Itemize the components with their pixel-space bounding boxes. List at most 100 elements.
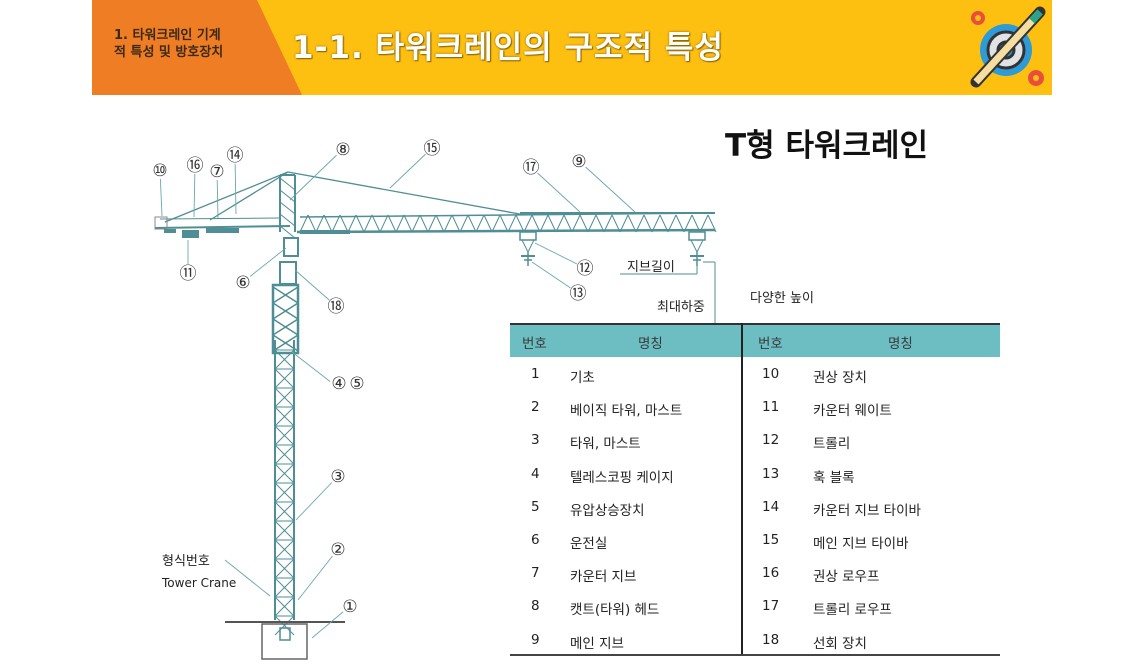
callout-11: ⑪ bbox=[180, 264, 197, 284]
crane-part bbox=[347, 214, 357, 233]
crane-part bbox=[339, 214, 349, 233]
crane-part bbox=[619, 214, 629, 233]
callout-1: ① bbox=[342, 597, 357, 617]
crane-part bbox=[539, 214, 549, 233]
table-cell-no: 13 bbox=[762, 465, 780, 482]
crane-part bbox=[272, 318, 299, 336]
table-cell-name: 타워, 마스트 bbox=[570, 436, 641, 453]
table-cell-no: 5 bbox=[531, 498, 540, 515]
callout-18: ⑱ bbox=[328, 297, 345, 317]
crane-part bbox=[587, 214, 597, 233]
hoist-winch bbox=[154, 216, 168, 230]
crane-part bbox=[279, 213, 296, 227]
counter-weight-slab bbox=[206, 228, 239, 233]
crane-part bbox=[683, 214, 693, 233]
table-cell-no: 2 bbox=[531, 399, 540, 416]
crane-part bbox=[274, 387, 295, 408]
table-bottom-rule bbox=[510, 654, 1000, 656]
table-cell-no: 6 bbox=[531, 532, 540, 548]
callout-4: ④ bbox=[331, 374, 346, 394]
crane-part bbox=[611, 214, 621, 233]
table-cell-no: 3 bbox=[531, 432, 540, 449]
callout-bg bbox=[334, 140, 352, 158]
gear-pencil-icon bbox=[970, 6, 1046, 88]
callout-7: ⑦ bbox=[209, 162, 224, 182]
crane-part bbox=[491, 214, 501, 233]
crane-part bbox=[651, 214, 661, 233]
leader-line bbox=[224, 559, 271, 597]
leader-line bbox=[242, 247, 287, 283]
callout-bg bbox=[186, 156, 204, 174]
foundation-anchor bbox=[279, 627, 291, 641]
crane-part bbox=[274, 444, 295, 465]
crane-part bbox=[274, 596, 295, 617]
callout-bg bbox=[208, 162, 226, 180]
table-header bbox=[510, 323, 1000, 357]
callout-bg bbox=[341, 597, 359, 615]
counter-weight-small bbox=[164, 229, 176, 233]
table-cell-name: 트롤리 bbox=[813, 436, 851, 453]
crane-part bbox=[403, 214, 413, 233]
crane-part bbox=[279, 201, 296, 215]
crane-part bbox=[274, 501, 295, 522]
callout-8: ⑧ bbox=[335, 140, 350, 160]
callout-2: ② bbox=[330, 540, 345, 560]
crane-part bbox=[527, 239, 535, 253]
table-cell-no: 1 bbox=[531, 366, 540, 382]
crane-part bbox=[427, 214, 437, 233]
table-cell-no: 9 bbox=[531, 631, 540, 648]
header-no-left: 번호 bbox=[522, 336, 547, 352]
crane-part bbox=[603, 214, 613, 233]
callout-bg bbox=[151, 161, 169, 179]
table-cell-name: 카운터 지브 bbox=[570, 569, 637, 586]
callout-10: ⑩ bbox=[152, 161, 167, 181]
table-cell-name: 메인 지브 타이바 bbox=[813, 536, 909, 552]
crane-part bbox=[272, 286, 299, 304]
crane-part bbox=[371, 214, 381, 233]
crane-part bbox=[315, 214, 325, 233]
tower-crane-label: Tower Crane bbox=[162, 576, 237, 590]
trolley bbox=[519, 231, 537, 241]
table-cell-name: 메인 지브 bbox=[570, 635, 624, 652]
crane-part bbox=[387, 214, 397, 233]
crane-part bbox=[483, 214, 493, 233]
crane-part bbox=[274, 425, 295, 446]
crane-part bbox=[355, 214, 365, 233]
leader-line bbox=[295, 475, 339, 521]
leader-line bbox=[234, 154, 237, 215]
leader-line bbox=[289, 148, 344, 201]
callout-bg bbox=[329, 467, 347, 485]
callout-17: ⑰ bbox=[523, 158, 540, 178]
max-load-label: 최대하중 bbox=[657, 300, 705, 315]
crane-part bbox=[272, 302, 299, 320]
callout-5: ⑤ bbox=[349, 374, 364, 394]
crane-part bbox=[595, 214, 605, 233]
table-cell-name: 운전실 bbox=[570, 536, 608, 552]
crane-part bbox=[507, 214, 517, 233]
crane-part bbox=[435, 214, 445, 233]
crane-part bbox=[323, 214, 333, 233]
table-cell-no: 7 bbox=[531, 565, 540, 582]
crane-part bbox=[279, 225, 296, 239]
crane-part bbox=[274, 539, 295, 560]
crane-part bbox=[627, 214, 637, 233]
type-number-label: 형식번호 bbox=[162, 554, 210, 569]
crane-part bbox=[363, 214, 373, 233]
crane-part bbox=[547, 214, 557, 233]
trolley bbox=[688, 231, 706, 241]
header-name-right: 명칭 bbox=[888, 336, 913, 352]
crane-part bbox=[164, 171, 289, 223]
crane-part bbox=[274, 482, 295, 503]
leader-line bbox=[534, 242, 586, 269]
crane-part bbox=[531, 214, 541, 233]
callout-bg bbox=[329, 540, 347, 558]
callout-15: ⑮ bbox=[424, 139, 441, 159]
diagram-heading: T형 타워크레인 bbox=[725, 128, 929, 164]
crane-part bbox=[287, 171, 526, 216]
header-no-right: 번호 bbox=[758, 336, 783, 352]
crane-part bbox=[571, 214, 581, 233]
crane-part bbox=[667, 214, 677, 233]
crane-part bbox=[395, 214, 405, 233]
